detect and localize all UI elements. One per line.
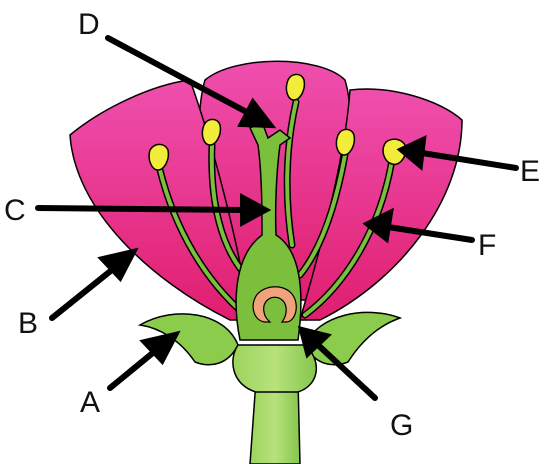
arrow-b: [52, 252, 133, 318]
arrow-a: [110, 335, 175, 388]
label-a: A: [80, 386, 100, 419]
receptacle: [233, 345, 316, 392]
label-g: G: [390, 409, 413, 442]
label-e: E: [520, 155, 540, 188]
label-d: D: [78, 8, 100, 41]
label-f: F: [478, 229, 496, 262]
label-b: B: [18, 307, 38, 340]
label-c: C: [4, 194, 26, 227]
